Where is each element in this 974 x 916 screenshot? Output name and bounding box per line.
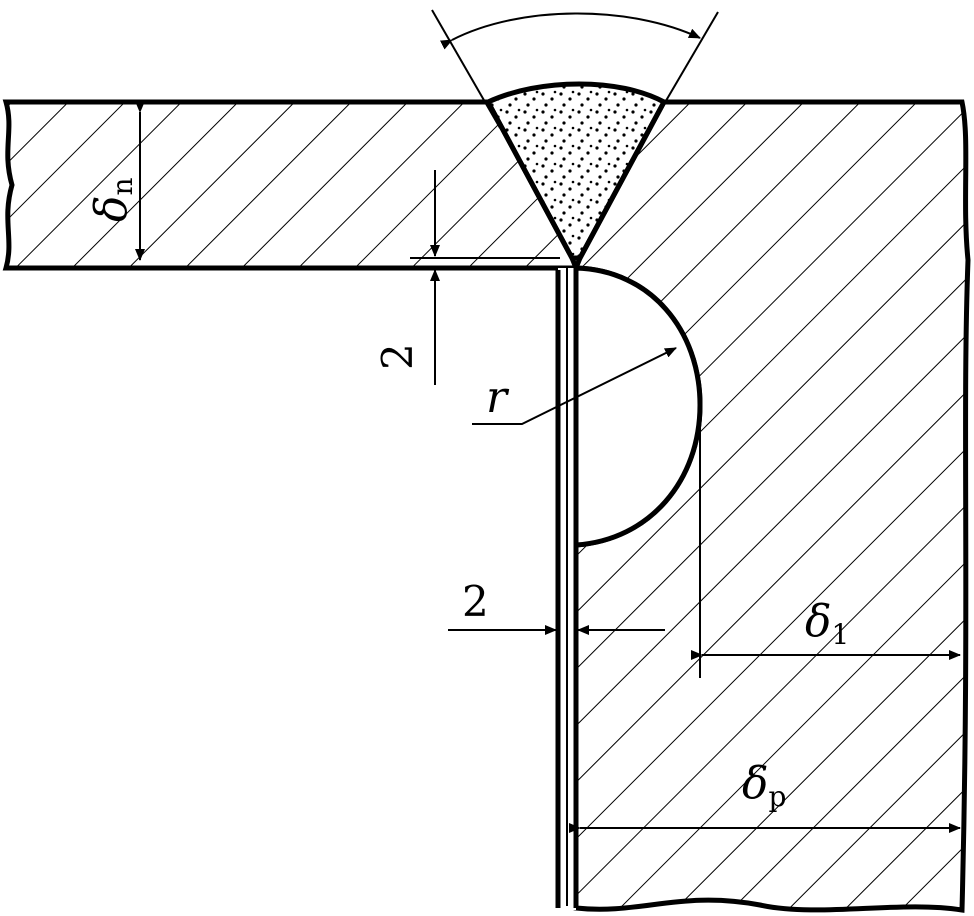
nozzle-thickness-label: δn bbox=[86, 177, 139, 222]
radius-label: r bbox=[486, 372, 510, 423]
gap-top-label: 2 bbox=[373, 343, 422, 370]
radius-leader bbox=[472, 347, 677, 425]
depth-label: δ1 bbox=[805, 596, 849, 651]
nozzle-plate bbox=[2, 99, 580, 271]
gap-side-label: 2 bbox=[462, 577, 489, 626]
plate-thickness-label: δp bbox=[742, 758, 786, 813]
groove-angle-line-right bbox=[649, 11, 719, 129]
groove-angle-arc bbox=[439, 12, 701, 50]
weld-bead bbox=[484, 81, 668, 261]
